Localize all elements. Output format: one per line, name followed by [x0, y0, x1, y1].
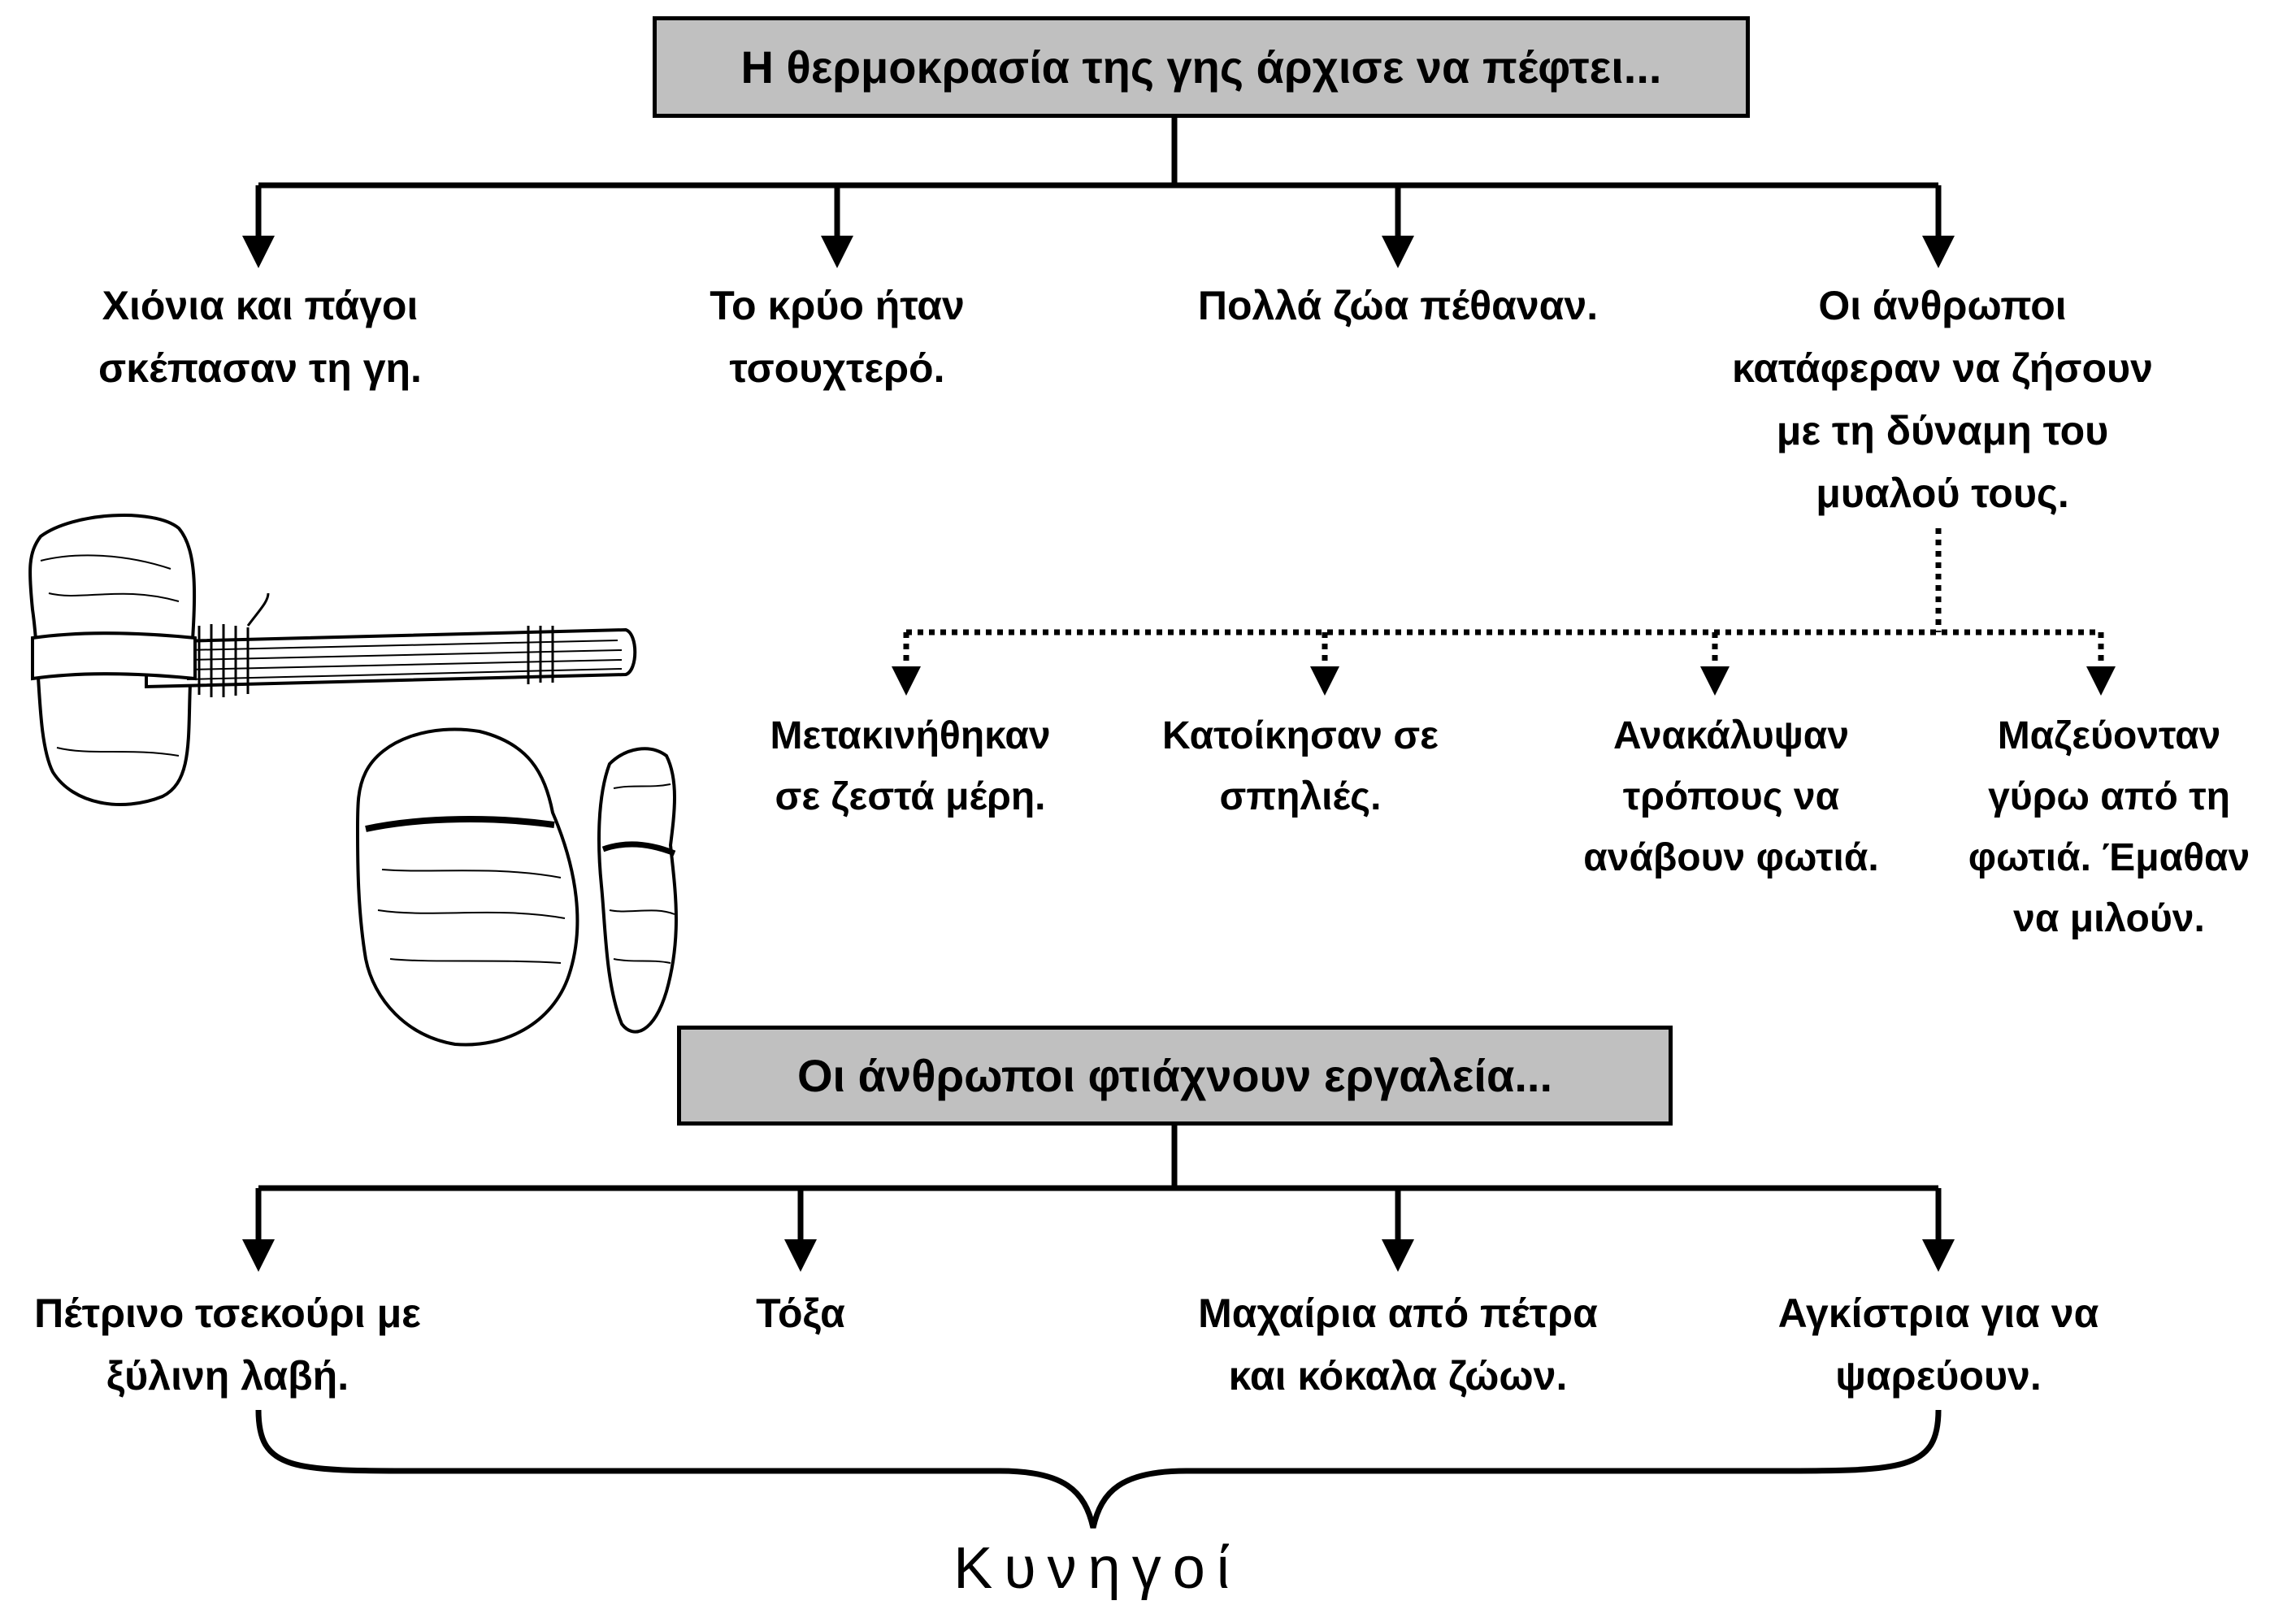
adaptation-label-2: Κατοίκησαν σε σπηλιές. [1162, 714, 1439, 818]
adaptation-label-3: Ανακάλυψαν τρόπους να ανάβουν φωτιά. [1583, 714, 1879, 879]
stone-tools-illustration [28, 513, 678, 1047]
effect-label-1: Χιόνια και πάγοι σκέπασαν τη γη. [98, 283, 422, 391]
arrowhead [784, 1239, 817, 1272]
arrowhead [1310, 666, 1339, 696]
adaptation-label-4: Μαζεύονταν γύρω από τη φωτιά. Έμαθαν να … [1968, 714, 2250, 940]
top-heading-box: Η θερμοκρασία της γης άρχισε να πέφτει..… [653, 16, 1750, 118]
tools-heading-box: Οι άνθρωποι φτιάχνουν εργαλεία... [677, 1026, 1673, 1126]
top-heading-text: Η θερμοκρασία της γης άρχισε να πέφτει..… [740, 41, 1662, 93]
arrowhead [1382, 236, 1414, 268]
curly-brace [255, 1409, 1942, 1529]
arrowhead [1922, 236, 1955, 268]
arrowhead [2086, 666, 2116, 696]
arrowhead [821, 236, 853, 268]
effect-label-3: Πολλά ζώα πέθαναν. [1197, 283, 1599, 328]
tool-label-1: Πέτρινο τσεκούρι με ξύλινη λαβή. [34, 1291, 421, 1399]
arrowhead [1382, 1239, 1414, 1272]
tool-label-3: Μαχαίρια από πέτρα και κόκαλα ζώων. [1198, 1291, 1598, 1399]
effect-label-2: Το κρύο ήταν τσουχτερό. [710, 283, 965, 391]
effect-label-4: Οι άνθρωποι κατάφεραν να ζήσουν με τη δύ… [1732, 283, 2153, 516]
tool-label-2: Τόξα [756, 1291, 845, 1336]
tools-heading-text: Οι άνθρωποι φτιάχνουν εργαλεία... [796, 1050, 1553, 1101]
arrowhead [1700, 666, 1730, 696]
arrowhead [1922, 1239, 1955, 1272]
arrowhead [242, 236, 275, 268]
footer-label: Κυνηγοί [953, 1536, 1241, 1601]
arrowhead [242, 1239, 275, 1272]
adaptation-label-1: Μετακινήθηκαν σε ζεστά μέρη. [770, 714, 1051, 818]
arrowhead [892, 666, 921, 696]
tool-label-4: Αγκίστρια για να ψαρεύουν. [1777, 1291, 2099, 1399]
